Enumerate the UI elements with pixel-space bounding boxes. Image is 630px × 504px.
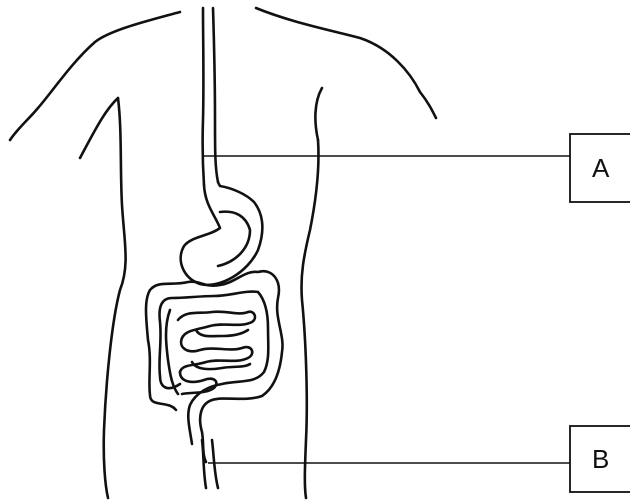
label-a-text: A (592, 153, 610, 183)
label-b-text: B (592, 444, 609, 474)
left-torso-outline (104, 98, 126, 498)
right-armpit-outline (315, 88, 322, 140)
small-intestine-coil-1 (178, 312, 255, 338)
left-armpit-outline (80, 98, 118, 158)
small-intestine-coil-3 (180, 372, 216, 394)
rectum-right-wall (212, 440, 218, 488)
right-shoulder-outline (256, 8, 436, 118)
small-intestine-coil-6 (166, 310, 178, 394)
stomach-inner-fold (218, 212, 250, 266)
rectum-left-wall (202, 440, 206, 488)
right-torso-outline (301, 140, 318, 498)
esophagus-left-wall (203, 8, 204, 185)
label-box-a: A (570, 134, 630, 202)
label-box-b: B (570, 426, 630, 492)
small-intestine-coil-4 (196, 330, 248, 336)
body-outline (10, 8, 436, 498)
esophagus (203, 8, 218, 185)
left-shoulder-outline (10, 12, 180, 140)
